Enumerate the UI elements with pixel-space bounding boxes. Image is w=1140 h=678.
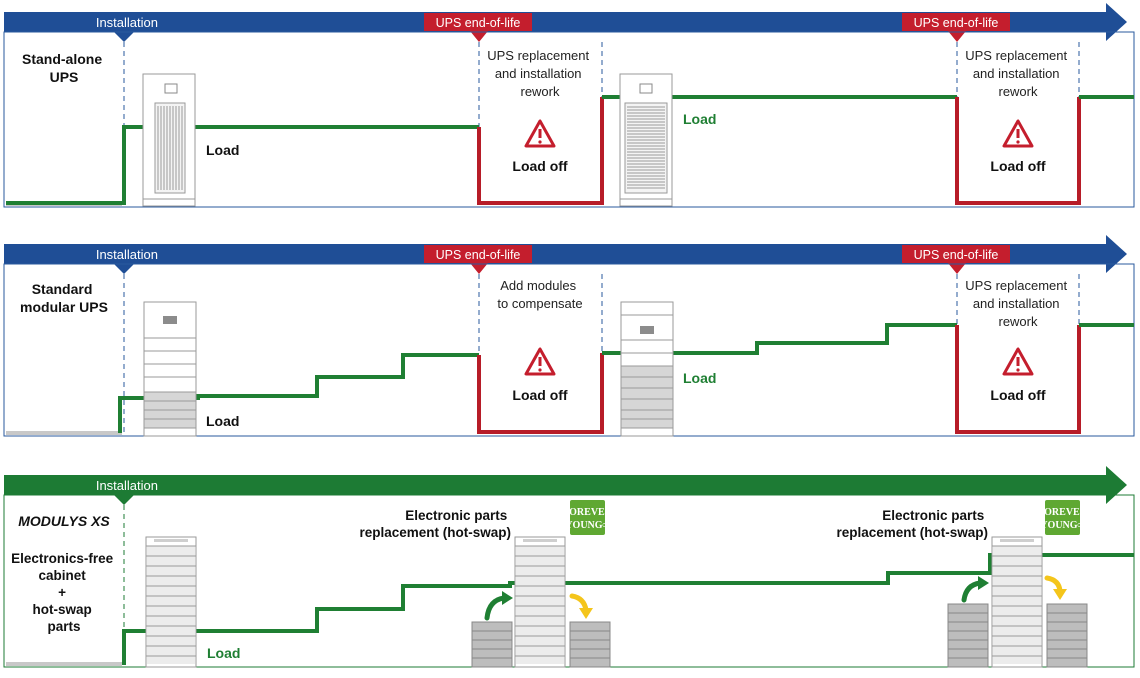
panel-frame bbox=[3, 263, 1135, 437]
gap-description: UPS replacement and installation rework bbox=[965, 278, 1071, 329]
load-line bbox=[122, 553, 1134, 665]
eol-label: UPS end-of-life bbox=[436, 248, 521, 262]
load-line bbox=[6, 125, 479, 205]
modulys-cabinet bbox=[991, 536, 1043, 668]
load-off-line bbox=[955, 97, 1081, 205]
eol-badge bbox=[902, 245, 1010, 263]
load-off-line bbox=[955, 325, 1081, 434]
panel-frame bbox=[3, 494, 1135, 668]
installation-marker bbox=[114, 495, 134, 505]
load-off-label: Load off bbox=[512, 387, 568, 403]
spare-modules-stack bbox=[471, 621, 513, 668]
load-label: Load bbox=[206, 413, 239, 429]
modulys-cabinet bbox=[145, 536, 197, 668]
eol-marker bbox=[470, 263, 488, 274]
ups-cabinet bbox=[142, 73, 196, 207]
gap-description: UPS replacement and installation rework bbox=[965, 48, 1071, 99]
spare-modules-stack bbox=[947, 603, 989, 668]
timeline-arrow-green bbox=[4, 466, 1127, 504]
ups-cabinet bbox=[619, 73, 673, 207]
svg-text:YOUNG∞: YOUNG∞ bbox=[1040, 520, 1084, 531]
row-title: Standard modular UPS bbox=[20, 281, 108, 315]
row-standard-modular-ups: Installation UPS end-of-life UPS end-of-… bbox=[3, 235, 1135, 437]
installation-marker bbox=[114, 264, 134, 274]
forever-young-badge: FOREVER YOUNG∞ bbox=[1038, 500, 1088, 535]
load-off-line bbox=[477, 353, 604, 434]
swap-out-arrow-icon bbox=[1044, 575, 1067, 600]
load-off-label: Load off bbox=[512, 158, 568, 174]
row-standalone-ups: Installation UPS end-of-life UPS end-of-… bbox=[3, 3, 1135, 208]
swap-out-arrow-icon bbox=[569, 593, 593, 619]
eol-marker bbox=[948, 263, 966, 274]
load-off-label: Load off bbox=[990, 387, 1046, 403]
installation-label: Installation bbox=[96, 15, 158, 30]
load-label: Load bbox=[206, 142, 239, 158]
eol-badge bbox=[902, 13, 1010, 31]
svg-text:YOUNG∞: YOUNG∞ bbox=[565, 520, 609, 531]
row-title: Electronics-free cabinet + hot-swap part… bbox=[11, 551, 117, 634]
eol-badge bbox=[424, 245, 532, 263]
spare-modules-stack bbox=[569, 621, 611, 668]
installation-label: Installation bbox=[96, 478, 158, 493]
replacement-description: Electronic parts replacement (hot-swap) bbox=[836, 508, 988, 540]
warning-triangle-icon bbox=[1002, 119, 1034, 148]
warning-triangle-icon bbox=[524, 119, 556, 148]
svg-text:FOREVER: FOREVER bbox=[563, 507, 613, 518]
modulys-cabinet bbox=[514, 536, 566, 668]
svg-text:FOREVER: FOREVER bbox=[1038, 507, 1088, 518]
eol-label: UPS end-of-life bbox=[914, 16, 999, 30]
spare-modules-stack bbox=[1046, 603, 1088, 668]
load-off-line bbox=[477, 97, 604, 205]
load-label: Load bbox=[683, 370, 716, 386]
eol-label: UPS end-of-life bbox=[914, 248, 999, 262]
modular-ups-cabinet bbox=[620, 301, 674, 437]
modular-ups-cabinet bbox=[143, 301, 197, 437]
eol-badge bbox=[424, 13, 532, 31]
row-title: Stand-alone UPS bbox=[22, 51, 106, 85]
eol-marker bbox=[948, 31, 966, 42]
gap-description: UPS replacement and installation rework bbox=[487, 48, 593, 99]
gap-description: Add modules to compensate bbox=[497, 278, 582, 311]
row-modulys-xs: Installation MODULYS XS Electronics-free… bbox=[3, 466, 1135, 668]
forever-young-badge: FOREVER YOUNG∞ bbox=[563, 500, 613, 535]
brand-name: MODULYS XS bbox=[18, 513, 110, 529]
load-label: Load bbox=[683, 111, 716, 127]
swap-in-arrow-icon bbox=[484, 591, 513, 621]
panel-frame bbox=[3, 31, 1135, 208]
eol-label: UPS end-of-life bbox=[436, 16, 521, 30]
swap-in-arrow-icon bbox=[961, 576, 989, 603]
load-label: Load bbox=[207, 645, 240, 661]
warning-triangle-icon bbox=[1002, 347, 1034, 376]
eol-marker bbox=[470, 31, 488, 42]
warning-triangle-icon bbox=[524, 347, 556, 376]
installation-label: Installation bbox=[96, 247, 158, 262]
load-off-label: Load off bbox=[990, 158, 1046, 174]
replacement-description: Electronic parts replacement (hot-swap) bbox=[359, 508, 511, 540]
load-line bbox=[602, 323, 957, 355]
installation-marker bbox=[114, 32, 134, 42]
